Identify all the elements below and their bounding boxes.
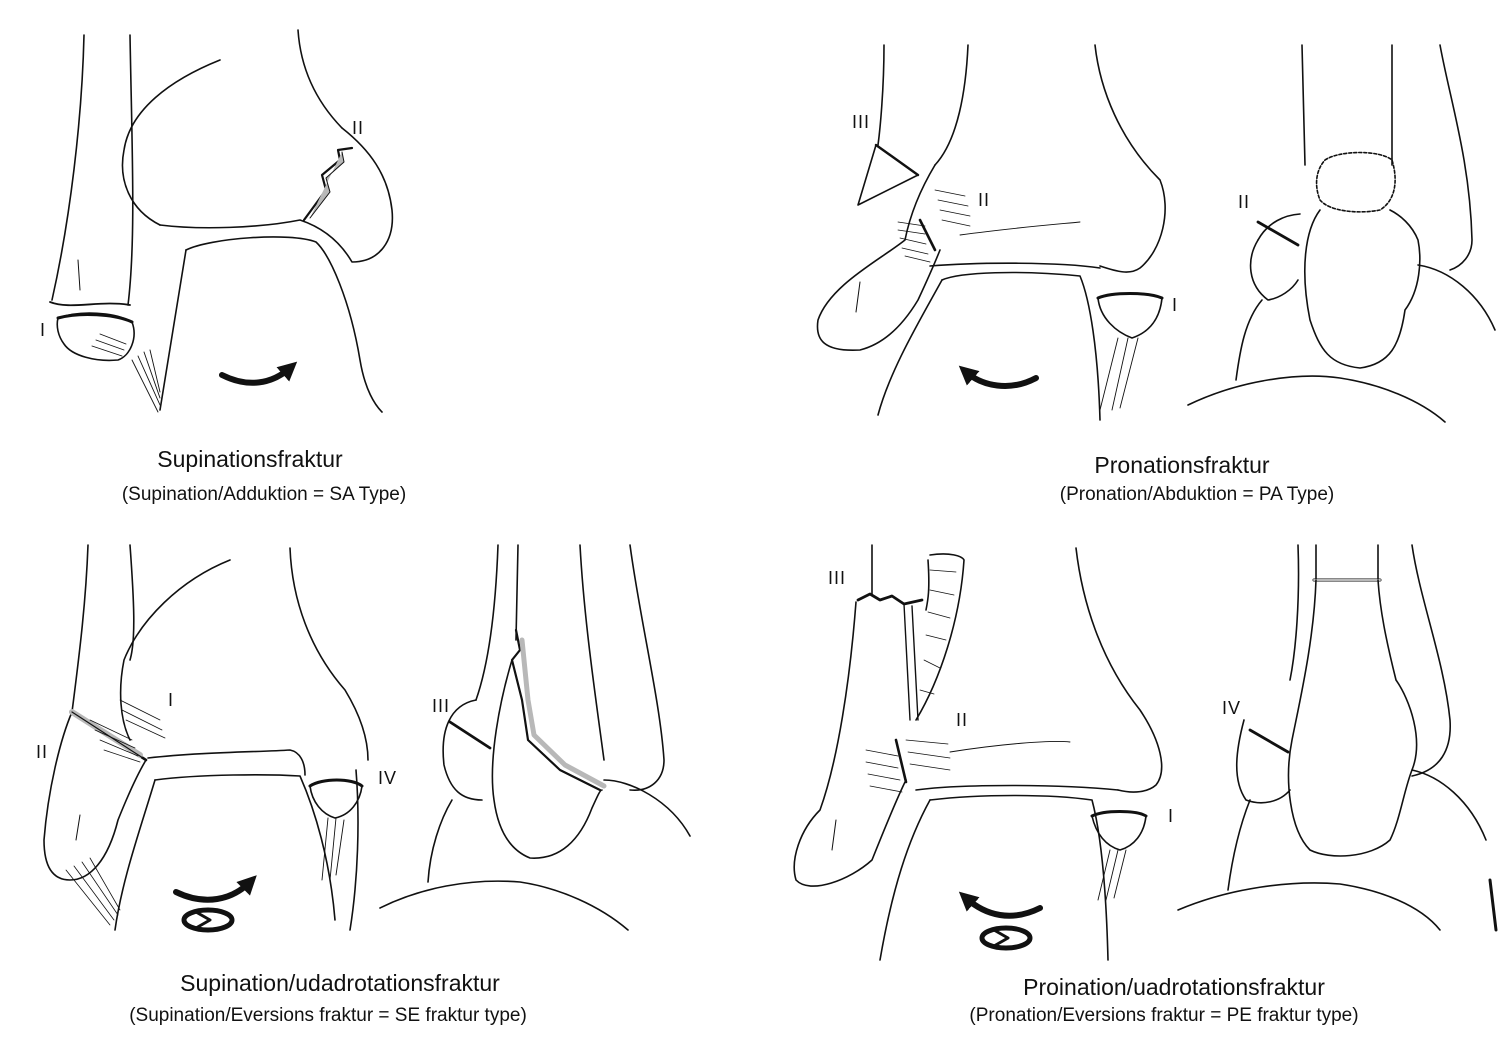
panel-sa-subtitle: (Supination/Adduktion = SA Type): [121, 484, 407, 505]
label-panel3-I: I: [168, 690, 175, 710]
label-panel3-III: III: [432, 696, 451, 716]
label-panel3-II: II: [36, 742, 49, 762]
label-panel2-II-lateral: II: [1238, 192, 1251, 212]
label-panel2-II: II: [978, 190, 991, 210]
label-panel2-I: I: [1172, 295, 1179, 315]
panel-se-subtitle: (Supination/Eversions fraktur = SE frakt…: [129, 1005, 527, 1026]
label-panel4-I: I: [1168, 806, 1175, 826]
panel-pe-title: Proination/uadrotationsfraktur: [1023, 974, 1325, 1000]
label-panel3-IV: IV: [378, 768, 398, 788]
label-panel4-II: II: [956, 710, 969, 730]
panel-pe-subtitle: (Pronation/Eversions fraktur = PE fraktu…: [969, 1005, 1359, 1026]
panel-pa-title: Pronationsfraktur: [1094, 452, 1270, 478]
label-panel2-III: III: [852, 112, 871, 132]
panel-sa-drawing: [49, 29, 394, 413]
panel-se-drawing: [43, 544, 691, 933]
panel-pa-drawing: [816, 44, 1496, 423]
label-panel1-II: II: [352, 118, 365, 138]
panel-sa-title: Supinationsfraktur: [157, 446, 343, 472]
label-panel1-I: I: [40, 320, 47, 340]
panel-se-title: Supination/udadrotationsfraktur: [180, 970, 500, 996]
label-panel4-III: III: [828, 568, 847, 588]
panel-pa-subtitle: (Pronation/Abduktion = PA Type): [1059, 484, 1335, 505]
label-panel4-IV: IV: [1222, 698, 1242, 718]
panel-pe-drawing: [793, 544, 1498, 961]
